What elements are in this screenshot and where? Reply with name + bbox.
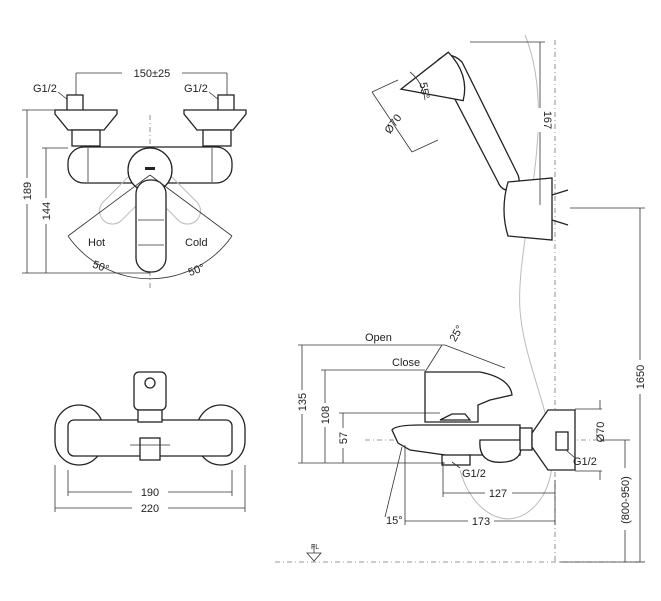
close-label: Close [392, 357, 420, 369]
inner-width-dimension: 190 [141, 487, 159, 499]
flange-diameter-label: Ø70 [595, 422, 607, 443]
open-angle-label: 25° [448, 324, 467, 344]
lever-height-dimension: 144 [41, 202, 53, 220]
spout-height-dimension: 57 [338, 432, 350, 444]
cold-label: Cold [185, 237, 208, 249]
floor-label: FL [311, 544, 319, 551]
hand-shower: Ø70 55° 167 1650 [371, 41, 648, 563]
front-view: 150±25 G1/2 G1/2 Hot Cold 50° 50° 189 14… [20, 68, 247, 290]
outer-width-dimension: 220 [141, 503, 159, 515]
head-diameter-label: Ø70 [383, 112, 405, 136]
holder-height-dimension: 1650 [635, 365, 647, 389]
shower-length-dimension: 167 [541, 111, 553, 129]
hot-angle-label: 50° [91, 259, 111, 276]
closed-height-dimension: 108 [320, 406, 332, 424]
hot-label: Hot [88, 237, 105, 249]
top-view: 190 220 [54, 371, 246, 515]
inlet-right-label: G1/2 [184, 83, 208, 95]
outlet-depth-dimension: 127 [489, 488, 507, 500]
inlet-label: G1/2 [573, 456, 597, 468]
spout-depth-dimension: 173 [472, 516, 490, 528]
side-view: Open 25° Close 135 108 57 Ø70 G1/2 G1/2 … [275, 34, 640, 563]
open-height-dimension: 135 [297, 393, 309, 411]
install-height-dimension: (800-950) [620, 476, 632, 524]
head-angle-label: 55° [417, 81, 432, 99]
open-label: Open [365, 332, 392, 344]
inlet-spacing-dimension: 150±25 [134, 68, 171, 80]
outlet-label: G1/2 [462, 468, 486, 480]
inlet-left-label: G1/2 [33, 83, 57, 95]
cold-angle-label: 50° [187, 262, 207, 279]
spout-angle-label: 15° [386, 515, 403, 527]
total-height-dimension: 189 [22, 182, 34, 200]
